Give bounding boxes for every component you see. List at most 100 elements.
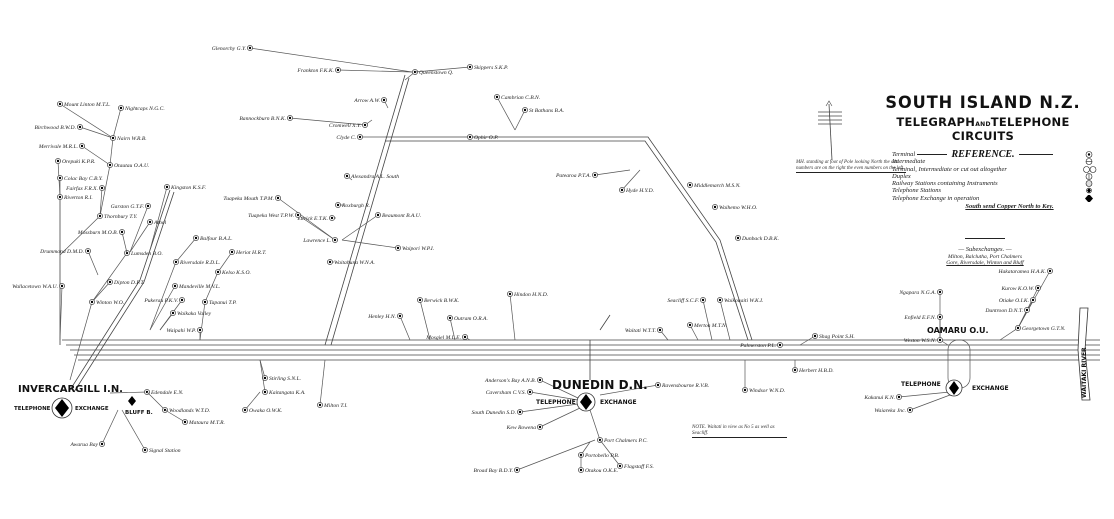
station[interactable]: Berwick B.W.K. <box>417 297 459 341</box>
station[interactable]: Riverton R.I. <box>57 194 93 201</box>
station[interactable]: Birchwood B.W.D. <box>34 124 114 139</box>
station[interactable]: Weston W.S.N. <box>904 337 949 346</box>
station[interactable]: Nightcaps N.G.C. <box>112 105 165 139</box>
station[interactable]: Cambrian C.B.N. <box>494 94 540 131</box>
station[interactable]: Waiareka Jnc. <box>874 394 951 414</box>
station[interactable]: Beaumont B.A.U. <box>341 212 421 241</box>
station[interactable]: South Dunedin S.D. <box>472 403 579 416</box>
station[interactable]: Kakanui K.N. <box>863 391 951 401</box>
station[interactable]: Patearoa P.T.A. <box>555 169 631 179</box>
station[interactable]: Dunback D.B.K. <box>735 235 779 242</box>
station[interactable]: Nairn W.R.B. <box>109 135 147 166</box>
station[interactable]: Glenorchy G.Y. <box>212 45 413 73</box>
station[interactable]: Otautau O.A.U. <box>99 162 149 217</box>
station[interactable]: Shag Point S.H. <box>799 333 855 346</box>
station[interactable]: Kaitangata K.A. <box>259 359 306 396</box>
station[interactable]: Lawrence L. <box>302 237 338 244</box>
station[interactable]: Roxburgh R. <box>335 202 370 209</box>
station-label: Heriot H.R.T. <box>235 250 266 256</box>
station[interactable]: Garston G.T.F. <box>111 203 151 253</box>
station[interactable]: Arrow A.W. <box>353 97 389 109</box>
station[interactable]: Merton M.T.N. <box>687 322 727 341</box>
station[interactable]: Bannockburn B.N.K. <box>239 115 366 126</box>
station-label: Woodlands W.T.D. <box>169 408 210 414</box>
station[interactable]: Waitahuna W.N.A. <box>327 259 375 266</box>
oamaru-exchange[interactable]: OAMARU O.U. TELEPHONE EXCHANGE <box>901 326 1009 397</box>
station[interactable]: Waipahi W.P. <box>167 327 203 340</box>
station[interactable]: Owaka O.W.K. <box>242 391 282 414</box>
station[interactable]: Tapanui T.P. <box>199 299 237 341</box>
station[interactable]: Milton T.I. <box>317 359 348 409</box>
station[interactable]: Frankton F.K.K. <box>296 67 413 74</box>
station[interactable]: Otakou O.K.E. <box>578 455 618 474</box>
station[interactable]: Merrivale M.R.L. <box>38 143 111 166</box>
station[interactable]: Flagstaff F.S. <box>599 439 654 470</box>
station[interactable]: Balfour B.A.L. <box>175 235 233 263</box>
station[interactable]: Cromwell X.Y. <box>329 119 373 129</box>
station[interactable]: Athol <box>129 219 167 253</box>
invercargill-exchange[interactable]: INVERCARGILL I.N. TELEPHONE EXCHANGE <box>14 384 123 419</box>
station[interactable]: Portobello P.B. <box>578 441 619 459</box>
station[interactable]: Henley H.N. <box>367 313 411 341</box>
station[interactable]: Kurow K.O.W. <box>1000 285 1041 329</box>
station[interactable]: Hindon H.N.D. <box>507 291 548 341</box>
station[interactable]: Waihemo W.H.O. <box>712 204 757 211</box>
station[interactable]: Mossburn M.O.B. <box>77 229 128 254</box>
station[interactable]: Anderson's Bay A.N.B. <box>484 377 579 399</box>
station[interactable]: Mosgiel M.L.E. <box>425 334 471 341</box>
bluff-station[interactable]: BLUFF B. <box>125 396 153 416</box>
station[interactable]: Waitati W.T.T. <box>625 327 669 341</box>
station[interactable]: Kelso K.S.O. <box>204 269 251 303</box>
station[interactable]: Middlemarch M.S.N. <box>687 182 741 189</box>
station[interactable]: Signal Station <box>121 409 181 454</box>
station[interactable]: Alexandra A.L. South <box>344 173 399 181</box>
station[interactable]: Tuapeka Mouth T.P.M. <box>223 195 336 241</box>
station[interactable]: Kingston K.S.F. <box>149 184 206 251</box>
station[interactable]: Clyde C. <box>336 134 385 141</box>
station[interactable]: Colac Bay C.B.Y. <box>57 175 103 197</box>
station[interactable]: Herbert H.B.D. <box>792 360 834 374</box>
station[interactable]: Winton W.O. <box>69 299 124 381</box>
station[interactable]: Otiake O.I.K. <box>999 297 1036 329</box>
station[interactable]: Tuapeka West T.P.W. <box>248 212 336 241</box>
station[interactable]: Kew Rowena <box>506 407 581 431</box>
station[interactable]: Seacliff S.C.F. <box>667 297 713 341</box>
station[interactable]: Mount Linton M.T.L. <box>57 101 114 139</box>
station[interactable]: Hyde H.Y.D. <box>619 169 654 194</box>
station[interactable]: Duntroon D.N.T. <box>984 307 1030 329</box>
station[interactable]: Port Chalmers P.C. <box>589 409 648 444</box>
station[interactable]: Awarua Bay <box>69 409 119 448</box>
station[interactable]: Wallacetown W.A.U. <box>12 283 65 341</box>
station[interactable]: Ravensbourne R.V.B. <box>599 382 709 396</box>
station[interactable]: Drummond D.M.D. <box>39 248 99 276</box>
cut-out-icon <box>1083 165 1097 173</box>
station[interactable]: Georgetown G.T.N. <box>999 325 1066 341</box>
station[interactable]: Windsor W.N.D. <box>742 360 785 394</box>
station[interactable]: Waikouaiti W.K.I. <box>717 297 763 341</box>
terminal-dot-icon <box>620 188 624 192</box>
station[interactable]: Waipori W.P.I. <box>341 239 434 252</box>
station[interactable]: Skippers S.K.P. <box>414 64 508 73</box>
station[interactable]: Caversham C.V.S. <box>486 389 579 401</box>
station[interactable]: Broad Bay B.D.Y. <box>473 439 596 474</box>
station[interactable]: Mandeville M.V.L. <box>149 283 220 331</box>
station[interactable]: Waikaka Valley <box>159 310 212 331</box>
station[interactable]: Mataura M.T.R. <box>164 409 225 426</box>
station[interactable]: Ettrick E.T.K. <box>296 215 336 222</box>
station[interactable]: St Bathans B.A. <box>514 107 564 131</box>
station[interactable]: Ophir O.P. <box>467 134 498 141</box>
subtitle-and: AND <box>975 121 991 128</box>
station[interactable]: Heriot H.R.T. <box>217 249 266 273</box>
station[interactable]: Palmerston P.L. <box>739 342 783 349</box>
dunedin-exchange[interactable]: DUNEDIN D.N. TELEPHONE EXCHANGE <box>536 378 648 412</box>
station[interactable]: Stirling S.N.L. <box>259 359 301 382</box>
station[interactable]: Outram O.R.A. <box>447 315 488 341</box>
station[interactable]: Enfield E.F.N. <box>903 314 943 340</box>
station-label: Glenorchy G.Y. <box>212 46 246 52</box>
station[interactable]: Riversdale R.D.L. <box>149 259 220 331</box>
station[interactable]: Thornbury T.Y. <box>59 213 137 256</box>
station[interactable]: Dipton D.P.T. <box>91 279 145 303</box>
circuit-wire <box>719 299 731 341</box>
station[interactable]: Fairfax F.R.X. <box>65 185 105 217</box>
subexchanges-heading: — Subexchanges. — <box>958 246 1012 253</box>
